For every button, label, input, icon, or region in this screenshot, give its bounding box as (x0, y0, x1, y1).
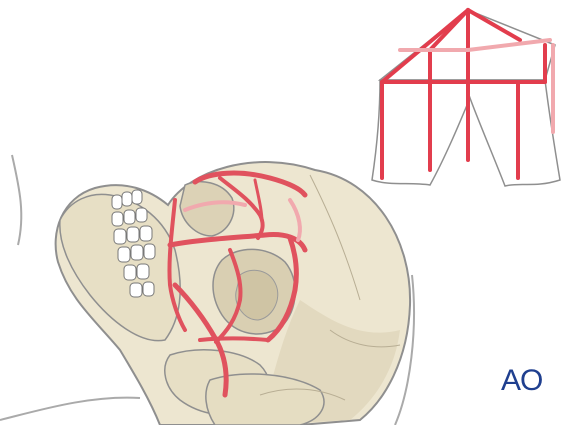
tent-inset (372, 10, 560, 186)
ao-logo: AO (501, 364, 542, 398)
